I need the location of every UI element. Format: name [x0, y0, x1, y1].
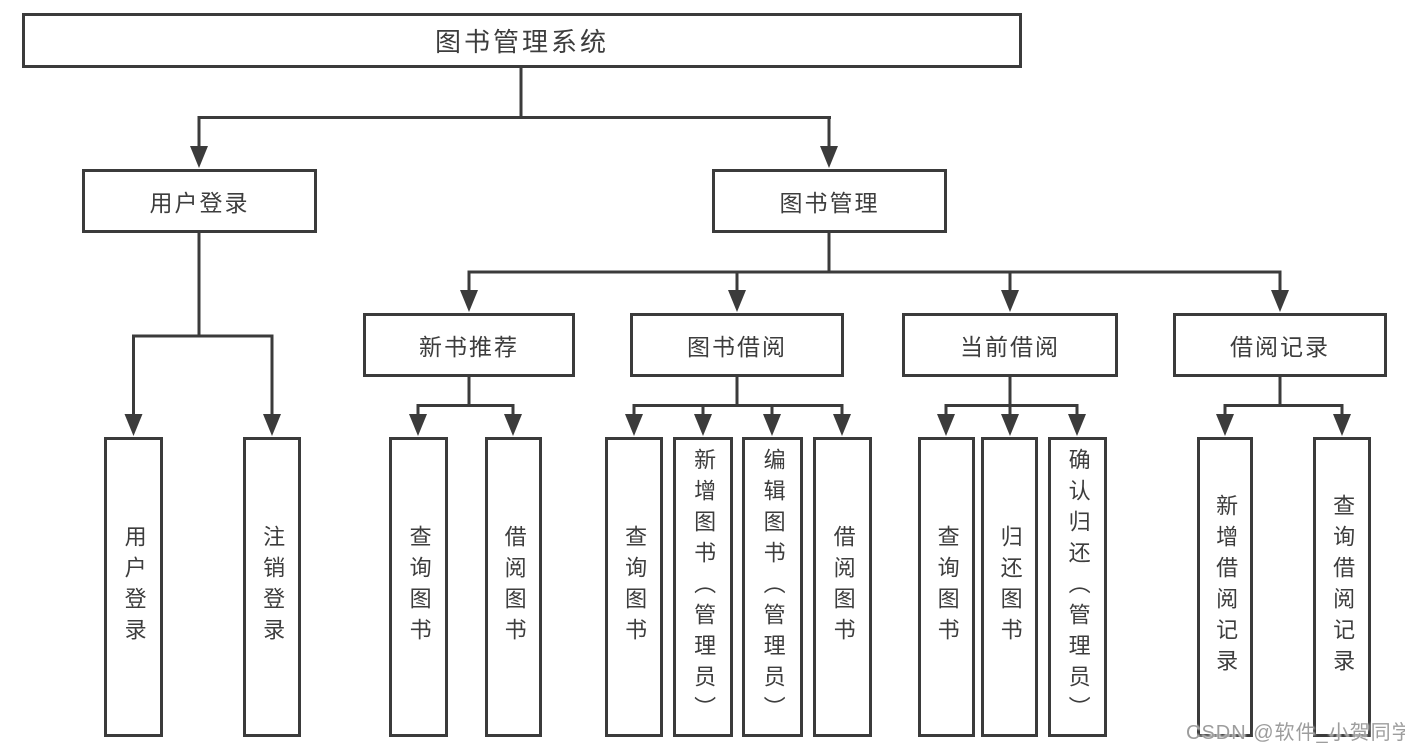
leaf-user-login: 用户登录	[104, 437, 163, 737]
node-borrowing-records: 借阅记录	[1173, 313, 1387, 377]
leaf-confirm-return-admin: 确认归还（管理员）	[1048, 437, 1107, 737]
leaf-query-borrow-record: 查询借阅记录	[1313, 437, 1371, 737]
node-current-borrowing-label: 当前借阅	[960, 334, 1060, 360]
node-book-management-label: 图书管理	[779, 190, 880, 216]
leaf-query-books-recommend-label: 查询图书	[406, 525, 432, 649]
leaf-confirm-return-admin-label: 确认归还（管理员）	[1065, 447, 1091, 727]
csdn-watermark: CSDN @软件_小贺同学	[1186, 722, 1405, 744]
leaf-user-login-label: 用户登录	[121, 525, 147, 649]
leaf-borrow-books-label: 借阅图书	[830, 525, 856, 649]
node-book-management: 图书管理	[712, 169, 947, 233]
leaf-query-books-current: 查询图书	[918, 437, 975, 737]
node-borrowing-records-label: 借阅记录	[1230, 334, 1330, 360]
leaf-borrow-books-recommend-label: 借阅图书	[501, 525, 527, 649]
leaf-borrow-books: 借阅图书	[813, 437, 872, 737]
leaf-query-books-current-label: 查询图书	[934, 525, 960, 649]
leaf-return-book-label: 归还图书	[997, 525, 1023, 649]
leaf-query-books-borrow: 查询图书	[605, 437, 663, 737]
leaf-add-borrow-record-label: 新增借阅记录	[1213, 494, 1239, 680]
node-user-login-label: 用户登录	[149, 190, 250, 216]
node-new-book-recommendation-label: 新书推荐	[419, 334, 519, 360]
leaf-query-books-borrow-label: 查询图书	[622, 525, 648, 649]
node-library-system: 图书管理系统	[22, 13, 1022, 68]
node-user-login: 用户登录	[82, 169, 317, 233]
leaf-logout-label: 注销登录	[260, 525, 286, 649]
leaf-borrow-books-recommend: 借阅图书	[485, 437, 542, 737]
leaf-add-book-admin: 新增图书（管理员）	[673, 437, 733, 737]
leaf-edit-book-admin: 编辑图书（管理员）	[742, 437, 803, 737]
leaf-edit-book-admin-label: 编辑图书（管理员）	[760, 447, 786, 727]
node-library-system-label: 图书管理系统	[434, 27, 609, 57]
leaf-return-book: 归还图书	[981, 437, 1038, 737]
leaf-query-books-recommend: 查询图书	[389, 437, 448, 737]
node-book-borrowing: 图书借阅	[630, 313, 844, 377]
leaf-logout: 注销登录	[243, 437, 301, 737]
leaf-query-borrow-record-label: 查询借阅记录	[1330, 494, 1356, 680]
node-current-borrowing: 当前借阅	[902, 313, 1118, 377]
node-book-borrowing-label: 图书借阅	[687, 334, 787, 360]
leaf-add-book-admin-label: 新增图书（管理员）	[691, 447, 717, 727]
leaf-add-borrow-record: 新增借阅记录	[1197, 437, 1253, 737]
node-new-book-recommendation: 新书推荐	[363, 313, 575, 377]
